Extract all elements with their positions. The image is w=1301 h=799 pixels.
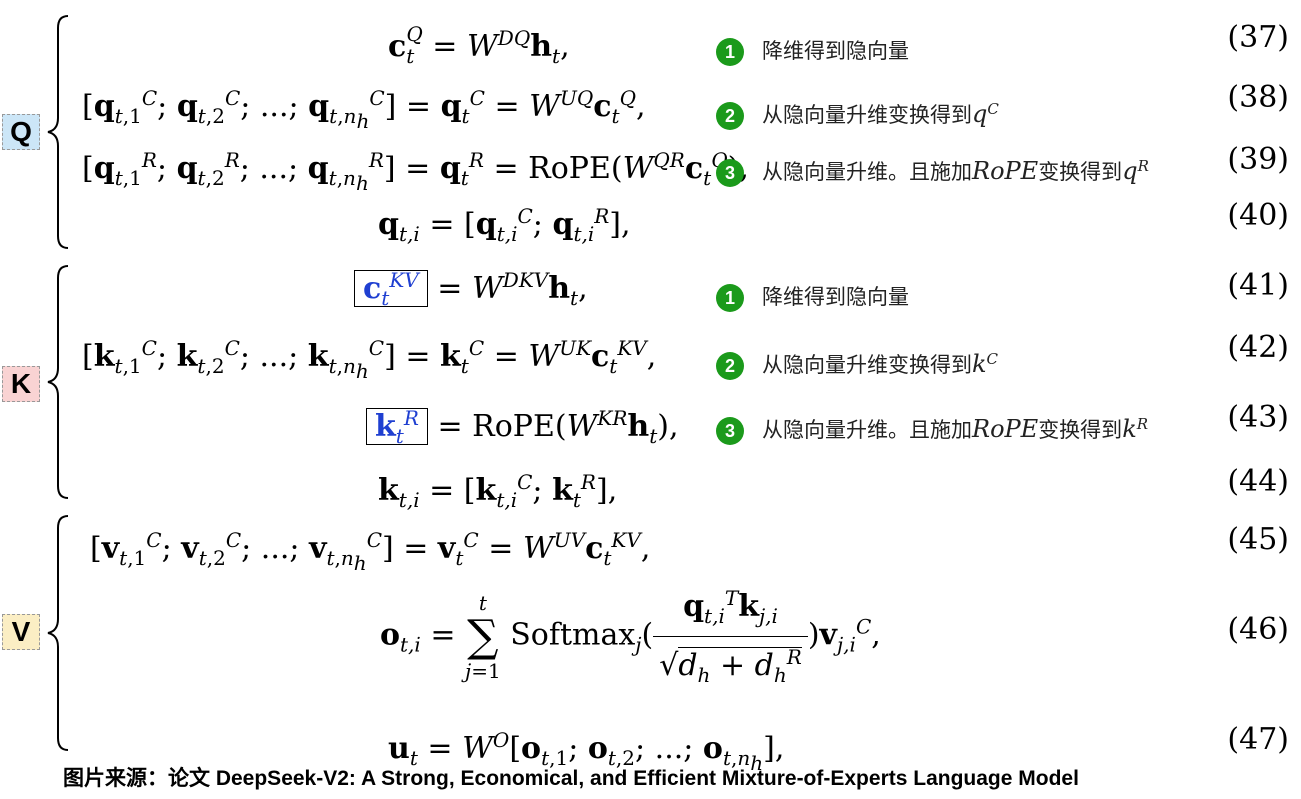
equation-39: [qt,1R; qt,2R; ...; qt,nhR] = qtR = RoPE… [82, 148, 749, 195]
group-label-k: K [2, 366, 40, 402]
note-symbol: k [972, 350, 987, 378]
rope-key-box: ktR [366, 406, 428, 448]
note-41: 1 降维得到隐向量 [716, 282, 909, 312]
note-symbol-sup: R [1136, 415, 1149, 433]
note-rope: RoPE [972, 415, 1039, 443]
note-text: 降维得到隐向量 [762, 39, 909, 63]
note-text: 降维得到隐向量 [762, 285, 909, 309]
equation-number-47: (47) [1227, 722, 1289, 757]
equation-number-38: (38) [1227, 80, 1289, 115]
note-43: 3 从隐向量升维。且施加RoPE变换得到kR [716, 409, 1148, 445]
brace-q [47, 15, 69, 249]
equation-number-37: (37) [1227, 20, 1289, 55]
brace-v [47, 515, 69, 751]
equation-number-42: (42) [1227, 330, 1289, 365]
equation-43: ktR = RoPE(WKRht), [366, 398, 679, 456]
equation-number-46: (46) [1227, 612, 1289, 647]
note-symbol-sup: C [987, 100, 999, 118]
figure-caption: 图片来源：论文 DeepSeek-V2: A Strong, Economica… [63, 767, 1079, 790]
latent-kv-box: ctKV [354, 268, 428, 310]
note-rope: RoPE [972, 157, 1039, 185]
note-symbol: q [1122, 157, 1138, 185]
note-symbol-sup: R [1137, 157, 1149, 175]
marker-1: 1 [716, 38, 744, 66]
equation-42: [kt,1C; kt,2C; ...; kt,nhC] = ktC = WUKc… [82, 336, 657, 383]
note-38: 2 从隐向量升维变换得到qC [716, 94, 999, 130]
equation-38: [qt,1C; qt,2C; ...; qt,nhC] = qtC = WUQc… [82, 86, 646, 133]
equation-number-45: (45) [1227, 522, 1289, 557]
equation-40: qt,i = [qt,iC; qt,iR], [378, 204, 631, 246]
note-symbol-sup: C [986, 350, 999, 368]
equation-number-39: (39) [1227, 142, 1289, 177]
equation-45: [vt,1C; vt,2C; ...; vt,nhC] = vtC = WUVc… [90, 528, 651, 575]
equation-46: ot,i = t ∑ j=1 Softmaxj( qt,iTkj,i √dh +… [380, 578, 881, 695]
marker-3: 3 [716, 417, 744, 445]
equation-47: ut = WO[ot,1; ot,2; ...; ot,nh], [388, 728, 785, 775]
group-label-v: V [2, 614, 40, 650]
note-text: 从隐向量升维。且施加 [762, 160, 972, 184]
note-symbol: k [1122, 415, 1137, 443]
equation-44: kt,i = [kt,iC; ktR], [378, 470, 618, 512]
marker-2: 2 [716, 102, 744, 130]
note-text: 从隐向量升维。且施加 [762, 418, 972, 442]
equation-37: ctQ = WDQht, [388, 22, 570, 68]
group-label-q: Q [2, 114, 40, 150]
note-text: 从隐向量升维变换得到 [762, 353, 972, 377]
brace-k [47, 265, 69, 499]
note-42: 2 从隐向量升维变换得到kC [716, 344, 998, 380]
note-37: 1 降维得到隐向量 [716, 36, 909, 66]
equation-number-43: (43) [1227, 400, 1289, 435]
equation-41: ctKV = WDKVht, [354, 260, 588, 318]
marker-1: 1 [716, 284, 744, 312]
equation-number-41: (41) [1227, 268, 1289, 303]
note-symbol: q [972, 100, 988, 128]
equation-number-40: (40) [1227, 198, 1289, 233]
note-39: 3 从隐向量升维。且施加RoPE变换得到qR [716, 151, 1149, 187]
note-text: 变换得到 [1038, 418, 1123, 442]
marker-3: 3 [716, 159, 744, 187]
note-text: 变换得到 [1038, 160, 1123, 184]
equation-number-44: (44) [1227, 464, 1289, 499]
note-text: 从隐向量升维变换得到 [762, 103, 972, 127]
marker-2: 2 [716, 352, 744, 380]
